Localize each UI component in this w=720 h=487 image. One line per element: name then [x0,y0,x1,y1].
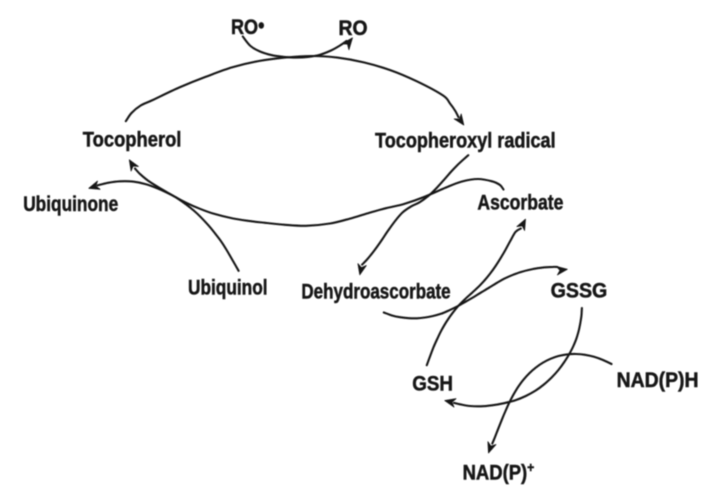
svg-text:Ubiquinol: Ubiquinol [188,277,268,300]
svg-text:Tocopheroxyl radical: Tocopheroxyl radical [375,129,556,153]
svg-text:GSSG: GSSG [551,280,608,303]
svg-text:NAD(P)H: NAD(P)H [617,370,699,393]
svg-text:RO•: RO• [231,14,265,39]
svg-text:Ubiquinone: Ubiquinone [23,193,118,216]
svg-text:GSH: GSH [412,373,453,396]
svg-text:Ascorbate: Ascorbate [477,191,563,215]
svg-text:Tocopherol: Tocopherol [83,128,182,151]
svg-text:NAD(P)+: NAD(P)+ [463,459,535,485]
svg-text:RO: RO [339,18,368,41]
svg-text:Dehydroascorbate: Dehydroascorbate [301,281,450,304]
